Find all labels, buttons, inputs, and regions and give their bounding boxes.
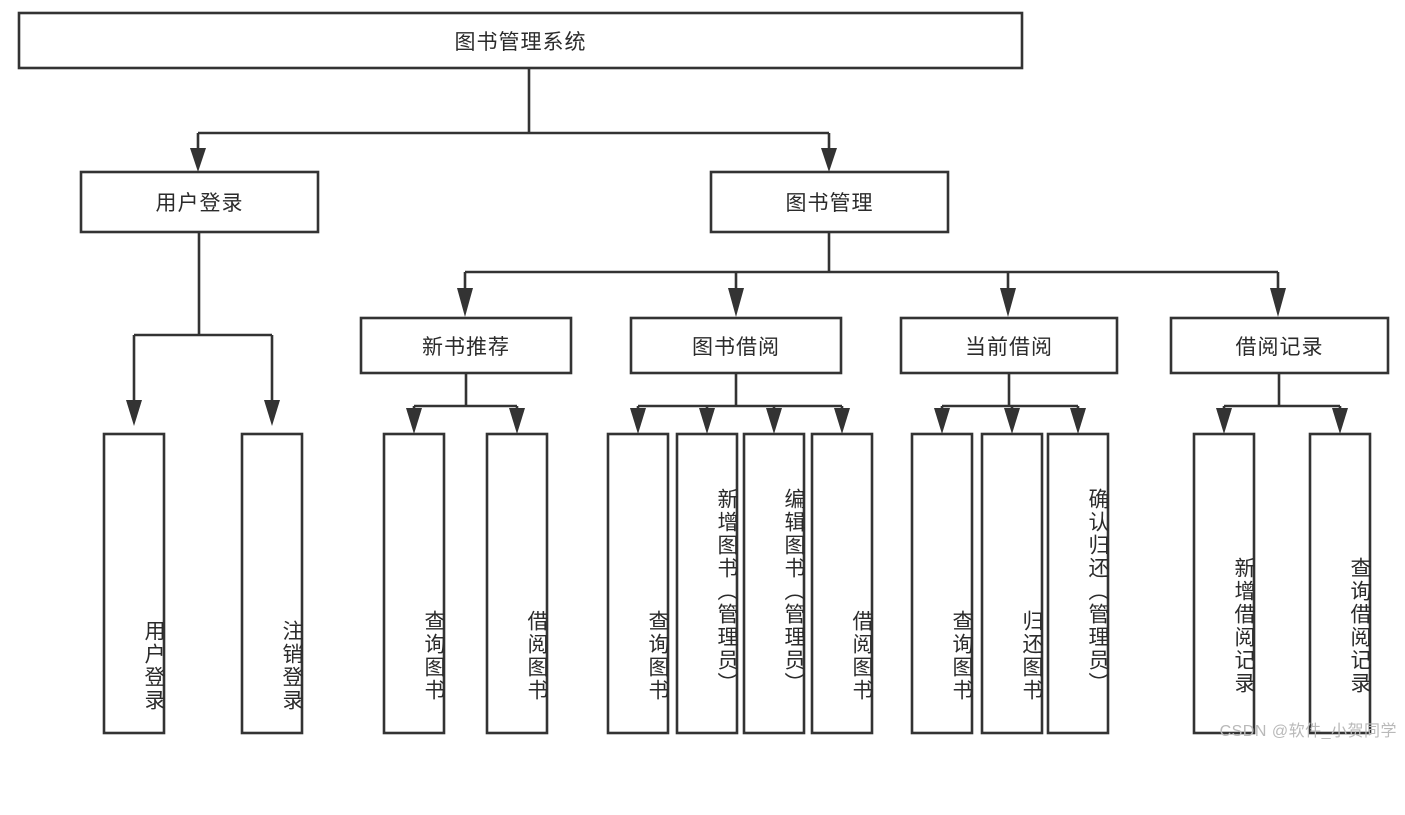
node-leaf-borrow-book-1[interactable]	[485, 432, 549, 735]
node-root[interactable]	[17, 11, 1024, 70]
node-book-borrow[interactable]	[629, 316, 843, 375]
arrow-leaf-add-record	[1216, 408, 1232, 434]
node-leaf-return-book[interactable]	[980, 432, 1044, 735]
arrow-leaf-return-book	[1004, 408, 1020, 434]
node-leaf-query-book-1[interactable]	[382, 432, 446, 735]
node-leaf-user-login[interactable]	[102, 432, 166, 735]
node-leaf-query-record[interactable]	[1308, 432, 1372, 735]
node-leaf-query-book-3[interactable]	[910, 432, 974, 735]
node-new-book-recommend[interactable]	[359, 316, 573, 375]
arrow-leaf-borrow-book-1	[509, 408, 525, 434]
arrow-to-borrow-record	[1270, 288, 1286, 317]
arrow-leaf-query-book-1	[406, 408, 422, 434]
arrow-to-book-manage	[821, 148, 837, 172]
diagram-canvas	[17, 11, 1390, 735]
arrow-leaf-query-book-2	[630, 408, 646, 434]
node-leaf-confirm-return[interactable]	[1046, 432, 1110, 735]
arrow-leaf-user-login	[126, 400, 142, 426]
arrow-to-user-login	[190, 148, 206, 172]
node-borrow-record[interactable]	[1169, 316, 1390, 375]
node-leaf-user-logout[interactable]	[240, 432, 304, 735]
arrow-leaf-query-book-3	[934, 408, 950, 434]
arrow-to-new-book-recommend	[457, 288, 473, 317]
node-leaf-borrow-book-2[interactable]	[810, 432, 874, 735]
node-leaf-add-book[interactable]	[675, 432, 739, 735]
node-leaf-add-record[interactable]	[1192, 432, 1256, 735]
node-current-borrow[interactable]	[899, 316, 1119, 375]
node-leaf-query-book-2[interactable]	[606, 432, 670, 735]
flow-diagram: 图书管理系统 用户登录 图书管理 新书推荐 图书借阅 当前借阅 借阅记录 用户登…	[17, 11, 1396, 740]
arrow-leaf-borrow-book-2	[834, 408, 850, 434]
arrow-leaf-confirm-return	[1070, 408, 1086, 434]
node-book-manage[interactable]	[709, 170, 950, 234]
arrow-leaf-user-logout	[264, 400, 280, 426]
arrow-leaf-add-book	[699, 408, 715, 434]
arrow-leaf-edit-book	[766, 408, 782, 434]
arrow-leaf-query-record	[1332, 408, 1348, 434]
arrow-to-current-borrow	[1000, 288, 1016, 317]
arrow-to-book-borrow	[728, 288, 744, 317]
node-leaf-edit-book[interactable]	[742, 432, 806, 735]
node-user-login[interactable]	[79, 170, 320, 234]
